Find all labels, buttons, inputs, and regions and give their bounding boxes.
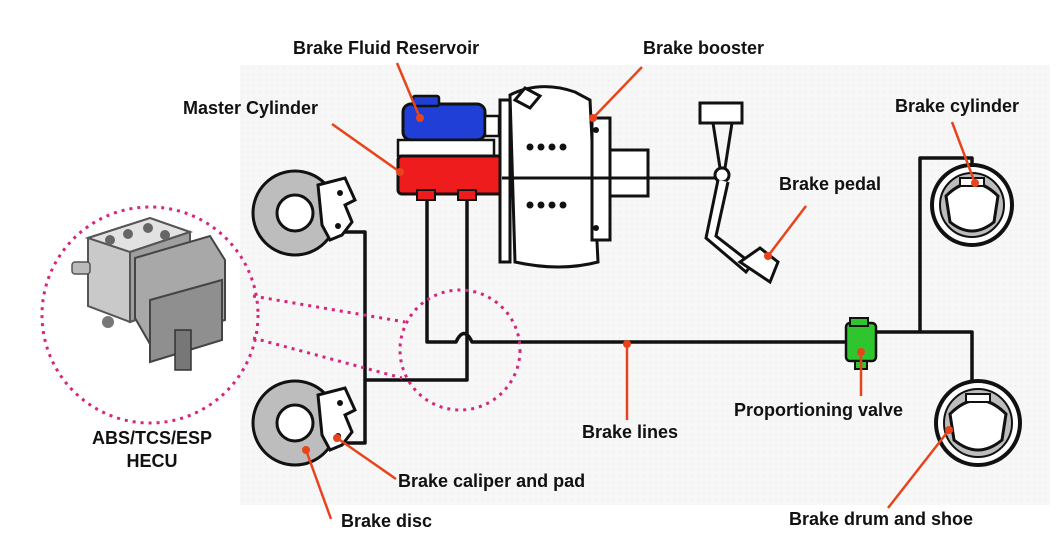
brake-line-left-port [365,197,469,382]
leader-booster [592,66,643,119]
brake-line-rear-lower [920,330,974,392]
label-brake-drum-and-shoe: Brake drum and shoe [789,509,973,529]
master-cylinder [396,138,504,201]
front-left-brake-disc [251,169,357,257]
label-proportioning-valve: Proportioning valve [734,400,903,420]
label-brake-booster: Brake booster [643,38,764,58]
brake-line-main [425,197,850,344]
leader-master-cylinder [331,122,401,174]
brake-booster [498,85,720,269]
label-brake-pedal: Brake pedal [779,174,881,194]
label-brake-lines: Brake lines [582,422,678,442]
brake-caliper [316,386,357,452]
label-brake-cylinder: Brake cylinder [895,96,1019,116]
leader-lines [304,62,977,520]
brake-pedal [698,101,780,285]
label-abs-line2: HECU [126,451,177,471]
leader-brake-pedal [767,205,807,257]
front-right-brake-disc [251,379,357,467]
brake-lines-network [335,156,974,445]
hecu-connector-top [252,294,406,324]
leader-dots [302,114,979,454]
leader-reservoir [395,62,422,119]
label-brake-caliper-and-pad: Brake caliper and pad [398,471,585,491]
hecu-highlight-circle [40,205,260,425]
label-brake-disc: Brake disc [341,511,432,531]
hecu-module [71,216,226,371]
line-junction-highlight-circle [398,288,522,412]
label-brake-fluid-reservoir: Brake Fluid Reservoir [293,38,479,58]
label-abs-line1: ABS/TCS/ESP [92,428,212,448]
leader-disc [304,449,333,520]
leader-brake-cylinder [950,121,977,184]
leader-drum [887,429,950,509]
leader-caliper [336,436,397,481]
label-master-cylinder: Master Cylinder [183,98,318,118]
hecu-connector-bottom [252,336,403,380]
rear-lower-brake-drum [934,379,1022,467]
paper-background [240,65,1050,505]
brake-line-front-left [335,230,367,445]
